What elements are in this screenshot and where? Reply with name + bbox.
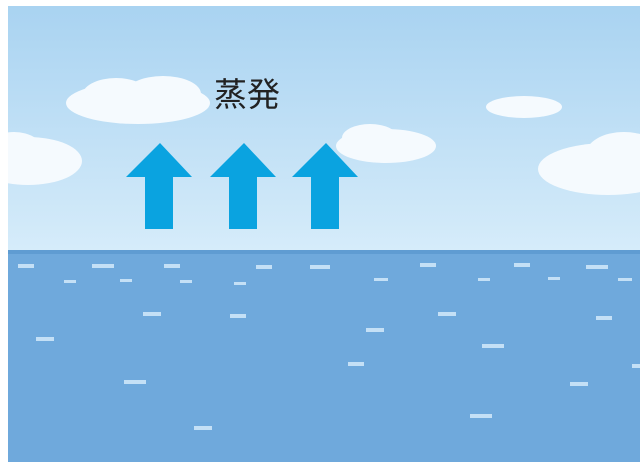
- evaporation-illustration: 蒸発: [8, 6, 640, 462]
- up-arrow-icon: [292, 143, 358, 229]
- horizon-line: [8, 250, 640, 254]
- sea: [8, 250, 640, 462]
- cloud-icon: [538, 132, 640, 195]
- scene: [8, 6, 640, 462]
- up-arrow-icon: [210, 143, 276, 229]
- cloud-icon: [66, 76, 210, 124]
- wave-dash-icon: [18, 263, 640, 430]
- up-arrow-icon: [126, 143, 192, 229]
- cloud-icon: [336, 124, 436, 163]
- evaporation-label: 蒸発: [214, 75, 280, 114]
- cloud-icon: [8, 132, 82, 185]
- cloud-icon: [486, 96, 562, 118]
